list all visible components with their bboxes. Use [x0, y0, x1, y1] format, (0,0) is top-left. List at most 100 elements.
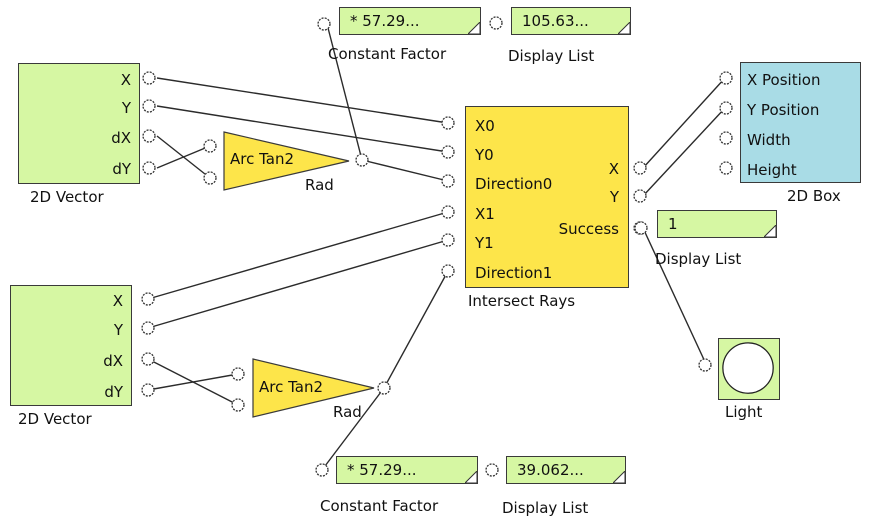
constant-factor-top-value[interactable]: * 57.29... — [339, 7, 481, 35]
wire-x-to-x1 — [147, 211, 449, 300]
display-list-success-caption: Display List — [655, 250, 742, 268]
wire-success-to-light — [642, 227, 707, 365]
box2d-x-position-label: X Position — [747, 71, 821, 89]
display-list-bottom-input-port[interactable] — [484, 462, 500, 478]
box2d-block[interactable]: X Position Y Position Width Height — [740, 62, 861, 183]
vector-bottom-x-port[interactable] — [140, 291, 156, 307]
intersect-x0-port[interactable] — [440, 115, 456, 131]
box2d-y-position-label: Y Position — [747, 101, 820, 119]
wire-y-to-y1 — [147, 239, 449, 329]
vector-bottom-dy-port[interactable] — [140, 382, 156, 398]
display-list-success-value[interactable]: 1 — [657, 210, 777, 238]
arctan-top-output-port[interactable] — [354, 152, 370, 168]
intersect-y1-port[interactable] — [440, 232, 456, 248]
display-list-bottom-caption: Display List — [502, 499, 589, 517]
arctan-bottom-output-port[interactable] — [376, 380, 392, 396]
box2d-width-port[interactable] — [718, 130, 734, 146]
vector-bottom-block[interactable]: X Y dX dY — [10, 285, 132, 406]
intersect-direction1-port[interactable] — [440, 263, 456, 279]
constant-factor-bottom-caption: Constant Factor — [320, 497, 439, 515]
display-list-success-input-port[interactable] — [633, 220, 649, 236]
vector-bottom-y-port[interactable] — [140, 320, 156, 336]
arctan-bottom-label: Arc Tan2 — [259, 378, 324, 396]
arctan-top-input1-port[interactable] — [202, 138, 218, 154]
vector-top-port-dy-label: dY — [112, 160, 131, 178]
arctan-bottom-input1-port[interactable] — [230, 366, 246, 382]
vector-top-block[interactable]: X Y dX dY — [18, 63, 140, 184]
corner-resize-icon — [618, 22, 630, 34]
intersect-output-success-label: Success — [558, 220, 619, 238]
display-list-top-caption: Display List — [508, 47, 595, 65]
constant-bottom-input-port[interactable] — [314, 462, 330, 478]
constant-top-input-port[interactable] — [316, 16, 332, 32]
arctan-top-block[interactable] — [223, 131, 351, 191]
corner-resize-icon — [613, 471, 625, 483]
display-list-top-input-port[interactable] — [488, 15, 504, 31]
wire-dy-to-arctan — [156, 145, 211, 169]
arctan-top-label: Arc Tan2 — [230, 150, 295, 168]
vector-top-port-dx-label: dX — [111, 129, 131, 147]
intersect-input-y1-label: Y1 — [475, 234, 494, 252]
vector-top-port-x-label: X — [120, 71, 131, 89]
display-list-bottom-text: 39.062... — [517, 461, 584, 479]
light-bulb-icon — [722, 342, 774, 394]
vector-top-dy-port[interactable] — [141, 160, 157, 176]
wire-rad-to-direction0 — [361, 159, 449, 182]
vector-top-x-port[interactable] — [141, 70, 157, 86]
vector-bottom-port-dy-label: dY — [104, 383, 123, 401]
vector-bottom-port-dx-label: dX — [103, 352, 123, 370]
intersect-output-y-label: Y — [609, 188, 619, 206]
vector-top-caption: 2D Vector — [30, 188, 104, 206]
light-input-port[interactable] — [697, 357, 713, 373]
display-list-bottom-value[interactable]: 39.062... — [506, 456, 626, 484]
vector-top-y-port[interactable] — [141, 98, 157, 114]
wire-y-to-yposition — [642, 107, 726, 197]
vector-bottom-dx-port[interactable] — [140, 351, 156, 367]
box2d-y-position-port[interactable] — [718, 100, 734, 116]
constant-factor-bottom-value[interactable]: * 57.29... — [336, 456, 478, 484]
intersect-output-x-label: X — [608, 160, 619, 178]
arctan-bottom-input2-port[interactable] — [230, 397, 246, 413]
display-list-top-text: 105.63... — [522, 12, 589, 30]
intersect-input-x1-label: X1 — [475, 205, 495, 223]
constant-factor-top-caption: Constant Factor — [328, 45, 447, 63]
vector-top-dx-port[interactable] — [141, 128, 157, 144]
arctan-top-caption: Rad — [305, 176, 334, 194]
wire-x-to-x0 — [156, 77, 449, 124]
wire-y-to-y0 — [156, 105, 449, 153]
intersect-rays-block[interactable]: X0 Y0 Direction0 X1 Y1 Direction1 X Y Su… — [465, 106, 629, 288]
arctan-top-input2-port[interactable] — [202, 170, 218, 186]
box2d-x-position-port[interactable] — [718, 70, 734, 86]
corner-resize-icon — [468, 22, 480, 34]
wire-rad-to-constant-top — [326, 23, 363, 161]
vector-top-port-y-label: Y — [121, 99, 131, 117]
corner-resize-icon — [465, 471, 477, 483]
intersect-input-direction1-label: Direction1 — [475, 264, 553, 282]
display-list-success-text: 1 — [668, 215, 678, 233]
intersect-input-x0-label: X0 — [475, 117, 495, 135]
light-caption: Light — [725, 403, 763, 421]
box2d-width-label: Width — [747, 131, 791, 149]
intersect-direction0-port[interactable] — [440, 173, 456, 189]
arctan-bottom-caption: Rad — [333, 403, 362, 421]
intersect-output-y-port[interactable] — [632, 188, 648, 204]
box2d-caption: 2D Box — [787, 187, 841, 205]
light-block[interactable] — [718, 338, 780, 400]
display-list-top-value[interactable]: 105.63... — [511, 7, 631, 35]
wire-dy2-to-arctan — [147, 373, 239, 391]
vector-bottom-caption: 2D Vector — [18, 410, 92, 428]
intersect-input-direction0-label: Direction0 — [475, 175, 553, 193]
box2d-height-label: Height — [747, 161, 797, 179]
wire-rad2-to-direction1 — [383, 270, 449, 389]
arctan-bottom-block[interactable] — [252, 358, 376, 418]
box2d-height-port[interactable] — [718, 160, 734, 176]
intersect-output-x-port[interactable] — [632, 160, 648, 176]
intersect-y0-port[interactable] — [440, 144, 456, 160]
vector-bottom-port-y-label: Y — [113, 321, 123, 339]
intersect-x1-port[interactable] — [440, 204, 456, 220]
corner-resize-icon — [764, 225, 776, 237]
constant-factor-bottom-text: * 57.29... — [347, 461, 417, 479]
vector-bottom-port-x-label: X — [112, 292, 123, 310]
wire-x-to-xposition — [642, 77, 726, 169]
